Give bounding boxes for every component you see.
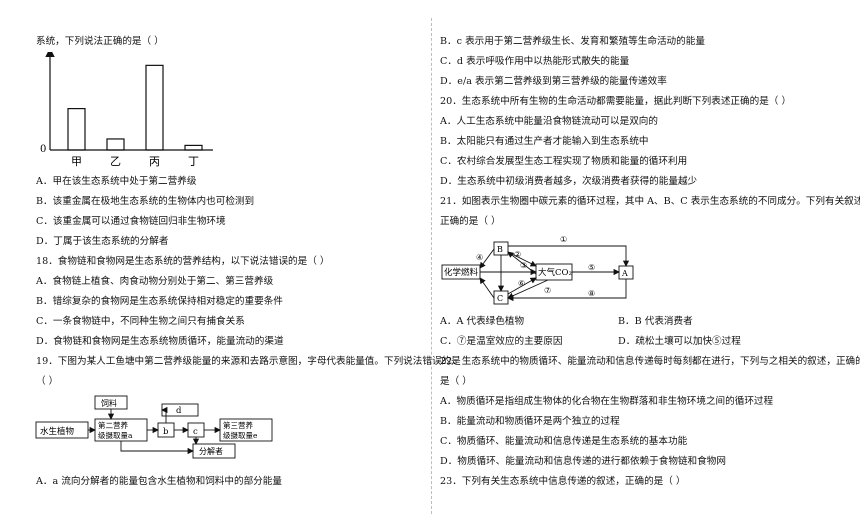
- arrow-label-3: ③: [520, 261, 527, 270]
- node-decomposer: 分解者: [199, 446, 223, 456]
- node-a-box: A: [621, 269, 628, 278]
- node-third-level-2: 级摄取量e: [223, 430, 258, 440]
- q21-option-c: C．⑦是温室效应的主要原因: [440, 336, 563, 347]
- node-b: b: [163, 427, 169, 437]
- q22-option-c: C．物质循环、能量流动和信息传递是生态系统的基本功能: [440, 436, 688, 447]
- q16-option-c: C．该重金属可以通过食物链回归非生物环境: [36, 216, 226, 227]
- bar-3: [145, 64, 164, 151]
- node-atmospheric-co2: 大气CO₂: [538, 267, 572, 278]
- q23-stem: 23．下列有关生态系统中信息传递的叙述，正确的是（ ）: [440, 476, 686, 487]
- q22-stem-line2: 是（ ）: [440, 376, 472, 387]
- q21-stem-line1: 21．如图表示生物圈中碳元素的循环过程，其中 A、B、C 表示生态系统的不同成分…: [440, 196, 860, 207]
- q21-carbon-cycle-diagram: 化学燃料 B C 大气CO₂ A ① ② ③ ④ ⑤ ⑥ ⑦ ⑧: [441, 235, 634, 305]
- arrow-label-5: ⑤: [588, 263, 595, 272]
- arrow-label-2: ②: [514, 250, 521, 259]
- q16-option-d: D．丁属于该生态系统的分解者: [36, 236, 169, 247]
- node-b-box: B: [497, 245, 503, 254]
- q22-stem-line1: 22．生态系统中的物质循环、能量流动和信息传递每时每刻都在进行，下列与之相关的叙…: [440, 356, 860, 367]
- q21-option-d: D．疏松土壤可以加快⑤过程: [618, 336, 741, 347]
- q22-option-b: B．能量流动和物质循环是两个独立的过程: [440, 416, 620, 427]
- q21-stem-line2: 正确的是（ ）: [440, 216, 501, 227]
- node-feed: 饲料: [101, 398, 117, 408]
- q20-option-c: C．农村综合发展型生态工程实现了物质和能量的循环利用: [440, 156, 688, 167]
- q18-option-c: C．一条食物链中，不同种生物之间只有捕食关系: [36, 316, 245, 327]
- origin-label: 0: [40, 144, 46, 155]
- arrow-label-8: ⑧: [588, 289, 595, 298]
- q16-option-b: B．该重金属在极地生态系统的生物体内也可检测到: [36, 196, 255, 207]
- q19-stem-line2: （ ）: [36, 376, 59, 387]
- arrow-label-1: ①: [560, 235, 567, 244]
- node-third-level-1: 第三营养: [223, 420, 253, 430]
- node-c: c: [193, 427, 198, 437]
- node-c-box: C: [497, 294, 503, 303]
- q20-option-b: B．太阳能只有通过生产者才能输入到生态系统中: [440, 136, 649, 147]
- q20-option-a: A．人工生态系统中能量沿食物链流动可以是双向的: [440, 116, 658, 127]
- q19-stem-line1: 19．下图为某人工鱼塘中第二营养级能量的来源和去路示意图，字母代表能量值。下列说…: [36, 356, 461, 367]
- q19-option-d: D．e/a 表示第二营养级到第三营养级的能量传递效率: [440, 76, 667, 87]
- node-second-level-1: 第二营养: [98, 420, 128, 430]
- arrow-label-4: ④: [476, 253, 483, 262]
- node-fossil-fuel: 化学燃料: [444, 267, 479, 278]
- q20-stem: 20．生态系统中所有生物的生命活动都需要能量，据此判断下列表述正确的是（ ）: [440, 96, 792, 107]
- q21-option-b: B．B 代表消费者: [618, 316, 693, 327]
- bar-1: [67, 107, 86, 151]
- q20-option-d: D．生态系统中初级消费者越多，次级消费者获得的能量越少: [440, 176, 698, 187]
- arrow-label-6: ⑥: [518, 279, 525, 288]
- q22-option-a: A．物质循环是指组成生物体的化合物在生物群落和非生物环境之间的循环过程: [440, 396, 774, 407]
- bar-2: [106, 138, 125, 151]
- x-tick-label-1: 甲: [71, 155, 82, 168]
- q22-option-d: D．物质循环、能量流动和信息传递的进行都依赖于食物链和食物网: [440, 456, 726, 467]
- node-aquatic-plant: 水生植物: [40, 426, 75, 437]
- q18-option-d: D．食物链和食物网是生态系统物质循环，能量流动的渠道: [36, 336, 284, 347]
- bar-4: [184, 144, 203, 151]
- column-divider: [431, 18, 432, 514]
- q18-option-b: B．错综复杂的食物网是生态系统保持相对稳定的重要条件: [36, 296, 283, 307]
- q19-energy-diagram: 水生植物 饲料 第二营养 级摄取量a b d c 第三营养 级摄取量e 分解者: [35, 395, 273, 459]
- q21-option-a: A．A 代表绿色植物: [440, 316, 525, 327]
- q19-option-b: B．c 表示用于第二营养级生长、发育和繁殖等生命活动的能量: [440, 36, 705, 47]
- arrow-label-7: ⑦: [544, 286, 551, 295]
- q19-option-a: A．a 流向分解者的能量包含水生植物和饲料中的部分能量: [36, 476, 282, 487]
- q18-stem: 18．食物链和食物网是生态系统的营养结构，以下说法错误的是（ ）: [36, 256, 330, 267]
- x-tick-label-4: 丁: [188, 155, 199, 168]
- q16-option-a: A．甲在该生态系统中处于第二营养级: [36, 176, 197, 187]
- x-tick-label-2: 乙: [110, 155, 121, 168]
- x-tick-label-3: 丙: [149, 155, 160, 168]
- node-second-level-2: 级摄取量a: [98, 430, 133, 440]
- q19-option-c: C．d 表示呼吸作用中以热能形式散失的能量: [440, 56, 630, 67]
- q16-stem: 系统，下列说法正确的是（ ）: [36, 36, 164, 47]
- q18-option-a: A．食物链上植食、肉食动物分别处于第二、第三营养级: [36, 276, 274, 287]
- node-d: d: [176, 406, 182, 416]
